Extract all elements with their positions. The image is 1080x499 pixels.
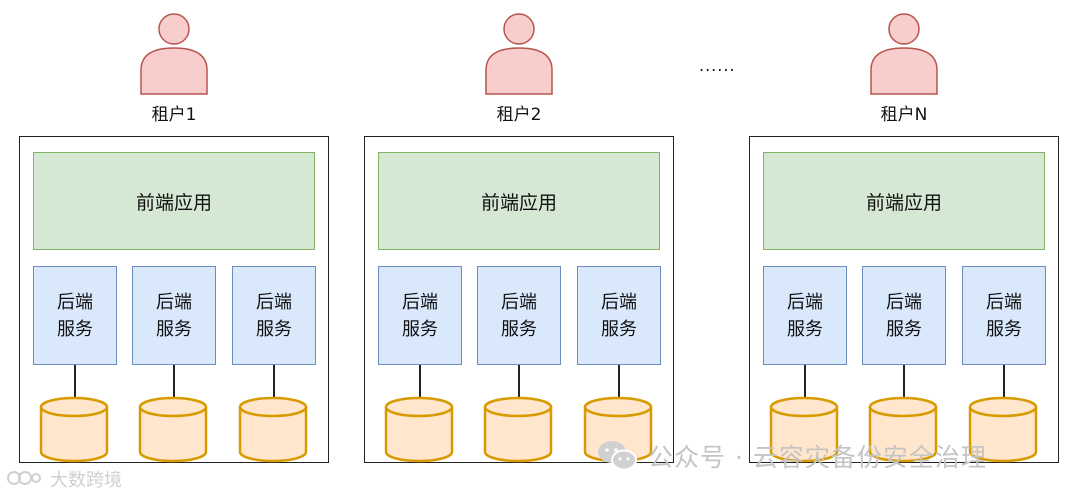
wechat-icon	[598, 441, 637, 471]
connector-line	[173, 365, 175, 398]
watermark-left-text: 大数跨境	[50, 470, 122, 491]
person-icon	[140, 13, 208, 95]
tenant-2-container: 前端应用 后端服务 后端服务 后端服务	[364, 136, 674, 463]
tenant-1-label: 租户1	[151, 105, 197, 125]
connector-line	[74, 365, 76, 398]
tenant-n-header: 租户N	[844, 0, 964, 130]
database-icon	[483, 396, 553, 463]
tenant-2-backend-1: 后端服务	[378, 266, 462, 365]
tenant-1-container: 前端应用 后端服务 后端服务 后端服务	[19, 136, 329, 463]
tenant-1-backend-2: 后端服务	[132, 266, 216, 365]
database-icon	[384, 396, 454, 463]
connector-line	[618, 365, 620, 398]
tenant-1-frontend: 前端应用	[33, 152, 315, 250]
person-icon	[485, 13, 553, 95]
tenant-2-backend-2: 后端服务	[477, 266, 561, 365]
person-icon	[870, 13, 938, 95]
connector-line	[419, 365, 421, 398]
tenant-n-backend-2: 后端服务	[862, 266, 946, 365]
tenant-ellipsis: ......	[699, 56, 736, 75]
tenant-n-label: 租户N	[880, 105, 928, 125]
connector-line	[1003, 365, 1005, 398]
tenant-1-backend-3: 后端服务	[232, 266, 316, 365]
database-icon	[769, 396, 839, 463]
connector-line	[273, 365, 275, 398]
database-icon	[868, 396, 938, 463]
database-icon	[39, 396, 109, 463]
database-icon	[138, 396, 208, 463]
tenant-2-header: 租户2	[459, 0, 579, 130]
tenant-1-header: 租户1	[114, 0, 234, 130]
connector-line	[804, 365, 806, 398]
watermark-right-text: 公众号 · 云容灾备份安全治理	[648, 443, 987, 472]
watermark-left: 大数跨境	[6, 464, 156, 494]
tenant-2-backend-3: 后端服务	[577, 266, 661, 365]
watermark-right: 公众号 · 云容灾备份安全治理	[596, 436, 1066, 476]
tenant-n-container: 前端应用 后端服务 后端服务 后端服务	[749, 136, 1059, 463]
database-icon	[238, 396, 308, 463]
tenant-n-backend-3: 后端服务	[962, 266, 1046, 365]
tenant-n-backend-1: 后端服务	[763, 266, 847, 365]
tenant-n-frontend: 前端应用	[763, 152, 1045, 250]
database-icon	[968, 396, 1038, 463]
connector-line	[903, 365, 905, 398]
tenant-2-label: 租户2	[496, 105, 542, 125]
brand-logo-icon	[7, 471, 41, 485]
connector-line	[518, 365, 520, 398]
tenant-2-frontend: 前端应用	[378, 152, 660, 250]
tenant-1-backend-1: 后端服务	[33, 266, 117, 365]
